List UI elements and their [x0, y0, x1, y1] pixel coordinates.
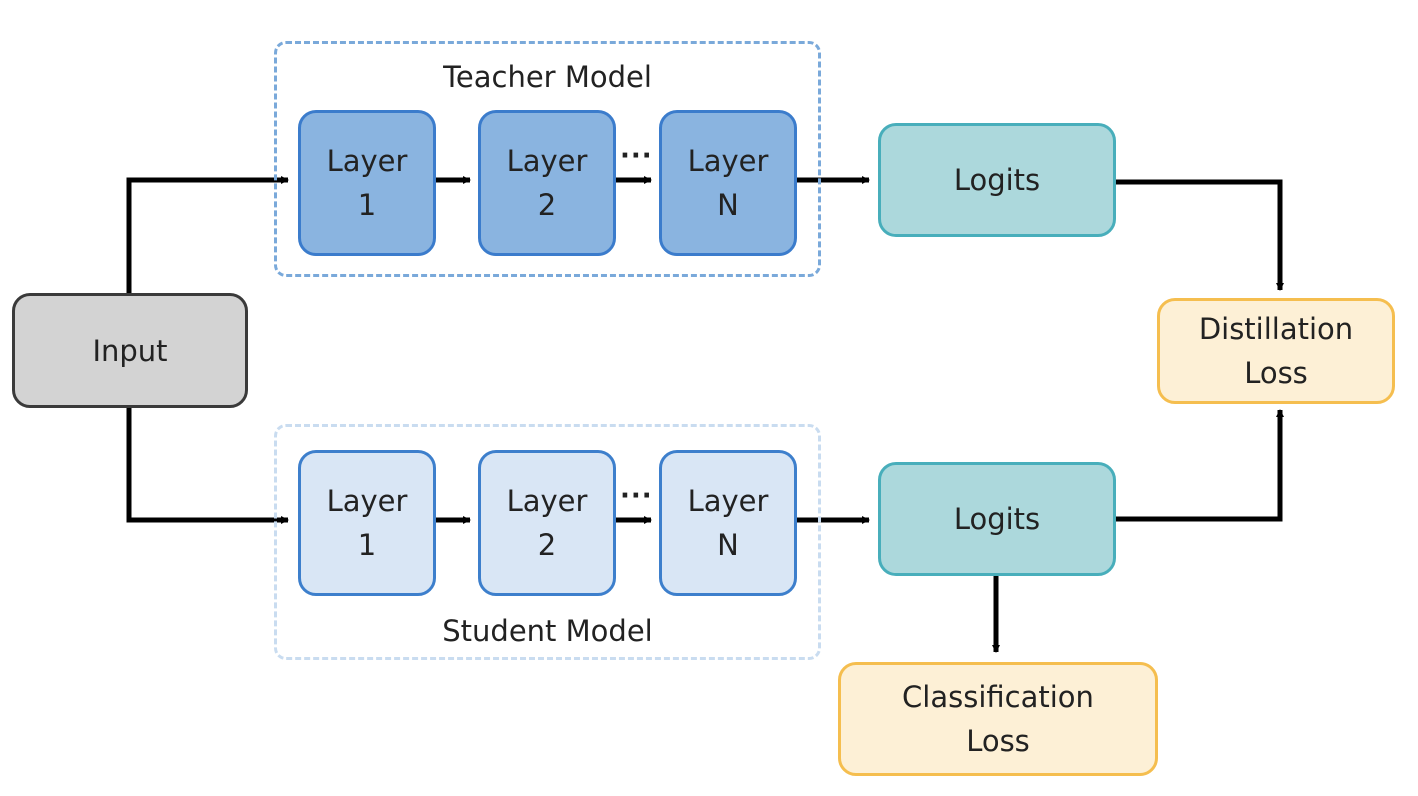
student-ellipsis: ···: [620, 481, 653, 511]
student-layer-2-line2: 2: [537, 528, 557, 562]
teacher-layer-1-line2: 1: [357, 188, 377, 222]
student-layer-2: Layer 2: [478, 450, 616, 596]
student-layer-n: Layer N: [659, 450, 797, 596]
teacher-layer-2-line2: 2: [537, 188, 557, 222]
arrow-input-to-student: [126, 408, 289, 524]
teacher-logits-label: Logits: [953, 163, 1041, 197]
teacher-layer-n-line1: Layer: [687, 144, 769, 178]
input-node: Input: [12, 293, 248, 408]
input-label: Input: [92, 333, 168, 368]
distillation-loss-line1: Distillation: [1198, 312, 1354, 346]
teacher-layer-1: Layer 1: [298, 110, 436, 256]
classification-loss-line1: Classification: [902, 680, 1094, 714]
student-model-title: Student Model: [442, 614, 653, 648]
teacher-layer-2-line1: Layer: [506, 144, 588, 178]
distillation-loss-line2: Loss: [1244, 356, 1308, 390]
arrow-input-to-teacher: [126, 176, 289, 293]
classification-loss-line2: Loss: [966, 724, 1030, 758]
classification-loss: Classification Loss: [838, 662, 1158, 776]
student-layer-1-line2: 1: [357, 528, 377, 562]
student-logits: Logits: [878, 462, 1116, 576]
arrow-student-logits-to-distillation: [1114, 409, 1284, 522]
teacher-layer-2: Layer 2: [478, 110, 616, 256]
student-model-group: [274, 424, 821, 660]
teacher-ellipsis: ···: [620, 141, 653, 171]
student-logits-label: Logits: [953, 502, 1041, 536]
teacher-layer-1-line1: Layer: [326, 144, 408, 178]
student-layer-n-line2: N: [717, 528, 739, 562]
teacher-logits: Logits: [878, 123, 1116, 237]
teacher-layer-n-line2: N: [717, 188, 739, 222]
distillation-loss: Distillation Loss: [1157, 298, 1395, 404]
student-layer-1-line1: Layer: [326, 484, 408, 518]
student-layer-1: Layer 1: [298, 450, 436, 596]
teacher-layer-n: Layer N: [659, 110, 797, 256]
teacher-model-title: Teacher Model: [443, 60, 652, 94]
teacher-model-group: [274, 41, 821, 277]
student-layer-2-line1: Layer: [506, 484, 588, 518]
arrow-teacher-logits-to-distillation: [1114, 179, 1284, 291]
student-layer-n-line1: Layer: [687, 484, 769, 518]
